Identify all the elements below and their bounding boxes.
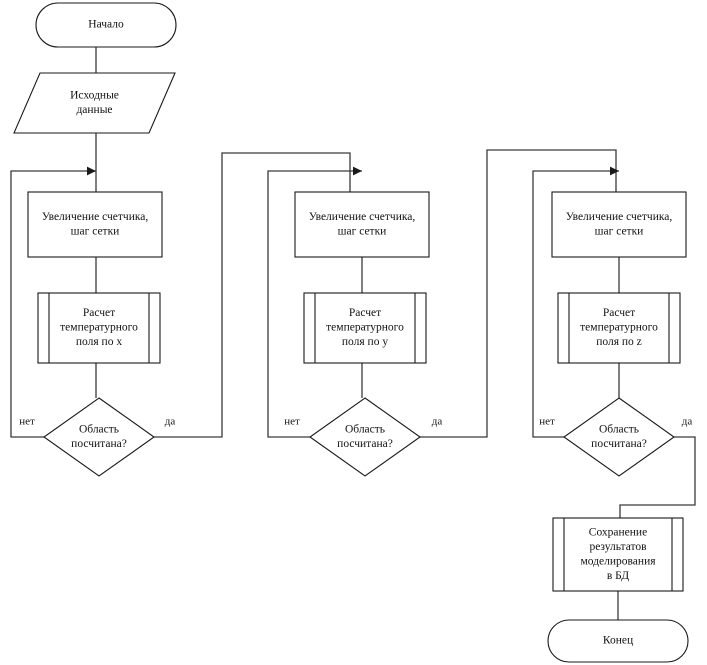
connector-z-yes-to-save: [619, 436, 696, 518]
node-label: посчитана?: [71, 438, 127, 450]
node-decision-z[interactable]: Область посчитана?: [563, 397, 675, 477]
edge-label-layer: нет да нет да нет да: [19, 416, 692, 428]
edge-label-label-x-yes: да: [165, 416, 176, 428]
node-label: Расчет: [83, 307, 115, 319]
node-label: моделирования: [580, 555, 656, 567]
node-label: шаг сетки: [71, 225, 120, 237]
predefined-process-shape: [552, 517, 684, 592]
terminator-shape: [35, 2, 177, 48]
node-label: данные: [76, 104, 112, 116]
node-label: Конец: [603, 635, 633, 647]
node-label: Исходные: [70, 89, 119, 101]
connector-y-yes-to-z: [420, 149, 617, 438]
edge-label-label-y-yes: да: [432, 416, 443, 428]
node-calc-x[interactable]: Расчет температурного поля по x: [37, 292, 161, 364]
node-calc-z[interactable]: Расчет температурного поля по z: [557, 292, 681, 364]
edge-label-label-y-no: нет: [284, 416, 300, 428]
decision-shape: [43, 397, 155, 477]
node-label: шаг сетки: [338, 225, 387, 237]
node-label: Увеличение счетчика,: [566, 211, 673, 223]
node-label: шаг сетки: [595, 225, 644, 237]
node-label: Начало: [88, 19, 124, 31]
node-label: температурного: [326, 322, 404, 334]
edge-label-label-x-no: нет: [19, 416, 35, 428]
node-label: поля по y: [342, 336, 388, 348]
process-shape: [551, 191, 687, 258]
decision-shape: [309, 397, 421, 477]
decision-shape: [563, 397, 675, 477]
node-label: поля по z: [596, 336, 642, 348]
connector-loop-z-no: [532, 166, 619, 438]
predefined-process-shape: [557, 292, 681, 364]
node-calc-y[interactable]: Расчет температурного поля по y: [303, 292, 427, 364]
node-label: посчитана?: [337, 438, 393, 450]
node-start[interactable]: Начало: [35, 2, 177, 48]
process-shape: [27, 191, 163, 258]
node-counter-x[interactable]: Увеличение счетчика, шаг сетки: [27, 191, 163, 258]
connector-loop-x-no: [10, 166, 96, 438]
node-save-db[interactable]: Сохранение результатов моделирования в БД: [552, 517, 684, 592]
node-label: результатов: [589, 541, 647, 553]
predefined-process-shape: [303, 292, 427, 364]
node-label: температурного: [580, 322, 658, 334]
node-label: в БД: [607, 570, 629, 582]
process-shape: [294, 191, 430, 258]
node-input-data[interactable]: Исходные данные: [13, 72, 176, 134]
connector-loop-y-no: [267, 166, 362, 438]
node-label: посчитана?: [591, 438, 647, 450]
connector-x-yes-to-y: [154, 152, 351, 438]
node-label: температурного: [60, 322, 138, 334]
node-label: Область: [599, 423, 639, 435]
edge-label-label-z-no: нет: [539, 416, 555, 428]
node-counter-y[interactable]: Увеличение счетчика, шаг сетки: [294, 191, 430, 258]
node-label: Увеличение счетчика,: [42, 211, 149, 223]
node-decision-x[interactable]: Область посчитана?: [43, 397, 155, 477]
node-label: Расчет: [603, 307, 635, 319]
node-counter-z[interactable]: Увеличение счетчика, шаг сетки: [551, 191, 687, 258]
predefined-process-shape: [37, 292, 161, 364]
node-label: Сохранение: [589, 526, 647, 538]
node-label: Увеличение счетчика,: [309, 211, 416, 223]
node-decision-y[interactable]: Область посчитана?: [309, 397, 421, 477]
terminator-shape: [547, 619, 689, 663]
node-end[interactable]: Конец: [547, 619, 689, 663]
edge-label-label-z-yes: да: [682, 416, 693, 428]
parallelogram-shape: [13, 72, 176, 134]
node-label: поля по x: [76, 336, 122, 348]
node-label: Область: [79, 423, 119, 435]
node-label: Область: [345, 423, 385, 435]
connector-layer: [10, 47, 696, 620]
node-label: Расчет: [349, 307, 381, 319]
